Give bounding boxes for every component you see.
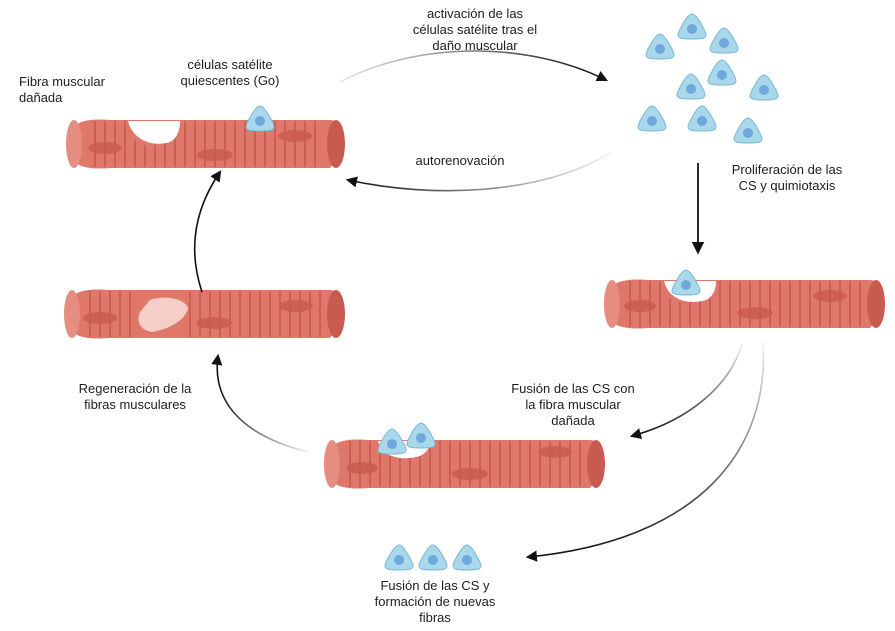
new-fiber-cells (384, 544, 482, 571)
damaged-fiber-top (66, 119, 345, 169)
new-fibers-arrow (525, 341, 765, 562)
fusion-damaged-arrow (629, 343, 743, 440)
self-renewal-label: autorenovación (415, 153, 505, 168)
quiescent-satellite-cell (245, 105, 275, 132)
return-arrow (193, 170, 222, 293)
migrating-satellite-cell (671, 269, 701, 296)
fiber-cell-fusion (324, 439, 605, 489)
self-renewal-arrow (345, 151, 613, 192)
regenerating-fiber (64, 289, 345, 339)
activation-arrow (339, 50, 609, 83)
activated-cells-cluster (637, 13, 779, 144)
regeneration-arrow (211, 353, 309, 453)
fusing-cell-1 (377, 428, 407, 455)
fiber-cell-migration (604, 279, 885, 329)
fusing-cell-2 (406, 422, 436, 449)
